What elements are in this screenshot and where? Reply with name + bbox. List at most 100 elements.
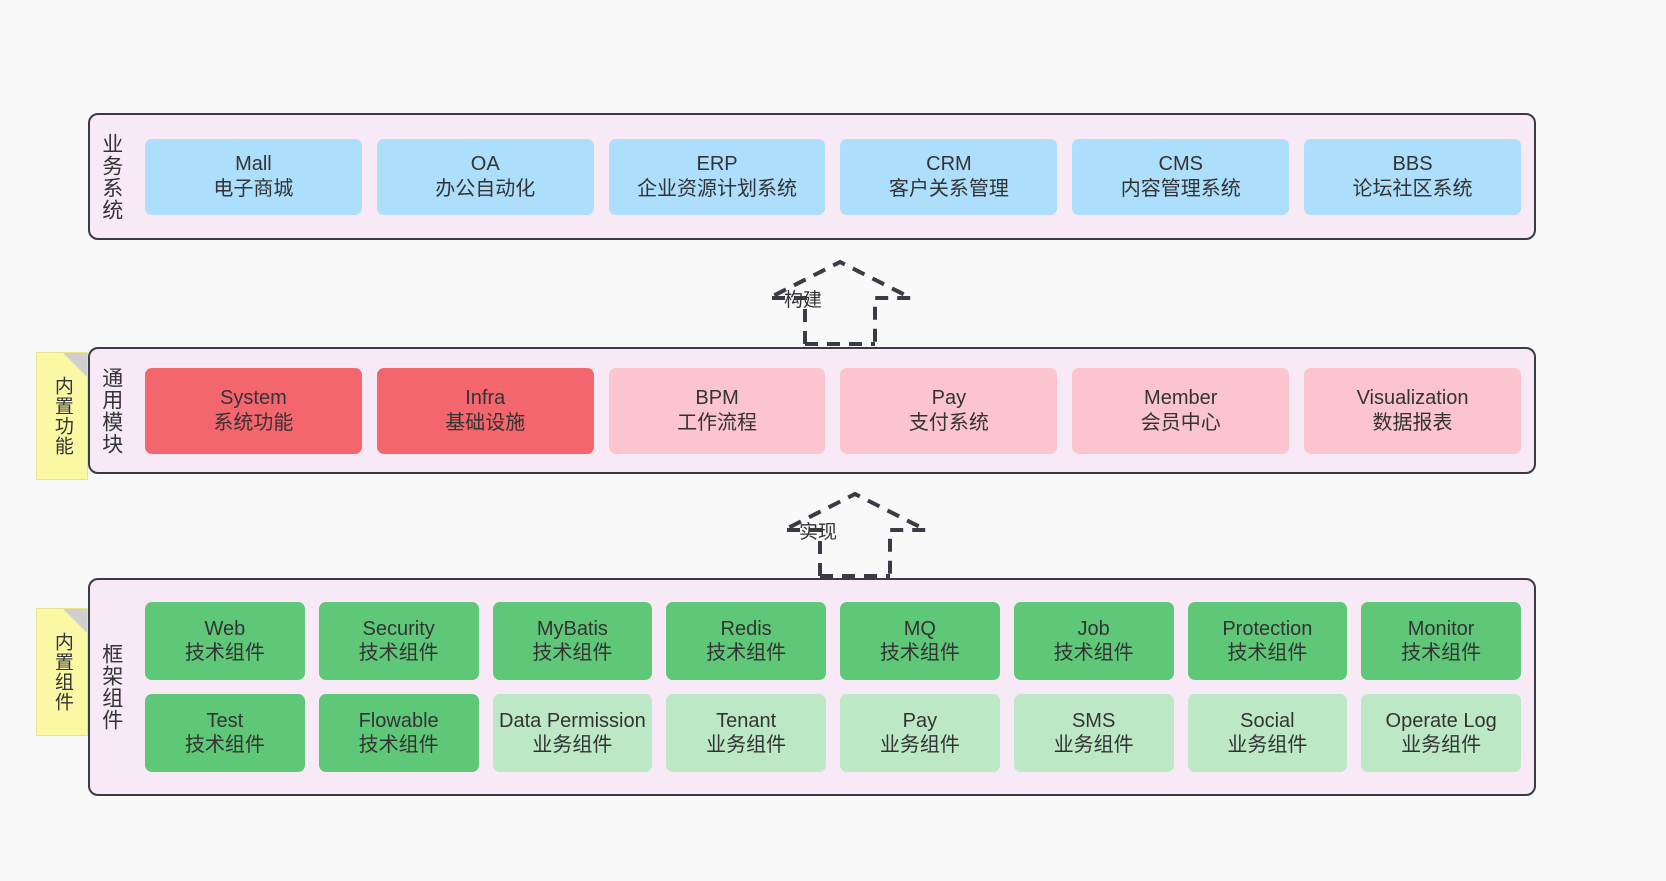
card-cms-cn: 内容管理系统 — [1120, 177, 1241, 200]
card-security[interactable]: Security 技术组件 — [318, 602, 479, 680]
card-erp-cn: 企业资源计划系统 — [637, 177, 798, 200]
card-mq[interactable]: MQ 技术组件 — [840, 602, 1000, 680]
card-test-en: Test — [206, 709, 244, 732]
card-erp[interactable]: ERP 企业资源计划系统 — [608, 138, 826, 215]
framework-tech-row: Web 技术组件 Security 技术组件 MyBatis 技术组件 Redi… — [145, 602, 1521, 680]
card-test[interactable]: Test 技术组件 — [145, 694, 305, 772]
layer-business-system: 业务系统 Mall 电子商城 OA 办公自动化 ERP 企业资源计划系统 CRM… — [88, 113, 1536, 240]
layer-body-business-system: Mall 电子商城 OA 办公自动化 ERP 企业资源计划系统 CRM 客户关系… — [132, 115, 1534, 238]
card-sms[interactable]: SMS 业务组件 — [1013, 694, 1174, 772]
card-operate-log-en: Operate Log — [1385, 709, 1497, 732]
card-protection-en: Protection — [1222, 617, 1313, 640]
card-redis[interactable]: Redis 技术组件 — [666, 602, 826, 680]
card-member-cn: 会员中心 — [1140, 411, 1221, 434]
card-web-cn: 技术组件 — [184, 642, 265, 664]
card-mybatis-en: MyBatis — [536, 617, 608, 640]
card-job[interactable]: Job 技术组件 — [1013, 602, 1174, 680]
card-monitor-en: Monitor — [1407, 617, 1475, 640]
connector-implement-label: 实现 — [799, 522, 838, 543]
card-tenant-en: Tenant — [716, 709, 777, 732]
card-member-en: Member — [1144, 387, 1218, 410]
card-mybatis[interactable]: MyBatis 技术组件 — [492, 602, 653, 680]
card-monitor-cn: 技术组件 — [1401, 642, 1482, 664]
card-job-cn: 技术组件 — [1053, 642, 1134, 664]
card-pay-module[interactable]: Pay 支付系统 — [840, 367, 1058, 454]
card-infra-en: Infra — [465, 387, 506, 410]
card-pay-component[interactable]: Pay 业务组件 — [840, 694, 1000, 772]
fold-corner-icon — [63, 609, 87, 633]
card-crm-cn: 客户关系管理 — [888, 177, 1009, 200]
card-mybatis-cn: 技术组件 — [532, 642, 613, 664]
card-protection-cn: 技术组件 — [1227, 642, 1308, 664]
card-operate-log[interactable]: Operate Log 业务组件 — [1361, 694, 1521, 772]
layer-title-common-module: 通用模块 — [99, 366, 123, 455]
card-visualization-cn: 数据报表 — [1372, 411, 1453, 434]
card-crm-en: CRM — [926, 153, 972, 176]
layer-framework-component: 框架组件 Web 技术组件 Security 技术组件 MyBatis 技术组件… — [88, 578, 1536, 796]
card-operate-log-cn: 业务组件 — [1401, 734, 1482, 756]
tag-builtin-component-label: 内置组件 — [51, 632, 73, 712]
card-oa-en: OA — [470, 153, 500, 176]
card-security-en: Security — [362, 617, 435, 640]
card-web-en: Web — [204, 617, 246, 640]
card-mq-en: MQ — [903, 617, 936, 640]
card-flowable-en: Flowable — [358, 709, 439, 732]
card-bpm-cn: 工作流程 — [677, 411, 758, 434]
layer-title-business-system: 业务系统 — [99, 132, 123, 221]
card-cms-en: CMS — [1158, 153, 1203, 176]
card-infra[interactable]: Infra 基础设施 — [376, 367, 594, 454]
card-data-permission-en: Data Permission — [499, 709, 646, 732]
card-social-cn: 业务组件 — [1227, 734, 1308, 756]
card-cms[interactable]: CMS 内容管理系统 — [1072, 138, 1290, 215]
layer-body-framework-component: Web 技术组件 Security 技术组件 MyBatis 技术组件 Redi… — [132, 580, 1534, 794]
connector-build-label: 构建 — [784, 290, 823, 311]
card-web[interactable]: Web 技术组件 — [145, 602, 305, 680]
card-social-en: Social — [1240, 709, 1295, 732]
card-erp-en: ERP — [696, 153, 738, 176]
card-flowable-cn: 技术组件 — [358, 734, 439, 756]
layer-common-module: 通用模块 System 系统功能 Infra 基础设施 BPM 工作流程 Pay… — [88, 347, 1536, 474]
card-protection[interactable]: Protection 技术组件 — [1187, 602, 1348, 680]
card-bbs-en: BBS — [1392, 153, 1433, 176]
card-system[interactable]: System 系统功能 — [145, 367, 362, 454]
card-security-cn: 技术组件 — [358, 642, 439, 664]
card-flowable[interactable]: Flowable 技术组件 — [318, 694, 479, 772]
card-tenant-cn: 业务组件 — [706, 734, 787, 756]
layer-body-common-module: System 系统功能 Infra 基础设施 BPM 工作流程 Pay 支付系统… — [132, 349, 1534, 472]
layer-title-framework-component: 框架组件 — [99, 643, 123, 731]
card-data-permission-cn: 业务组件 — [532, 734, 613, 756]
card-oa[interactable]: OA 办公自动化 — [376, 138, 594, 215]
card-member[interactable]: Member 会员中心 — [1072, 367, 1290, 454]
card-pay-component-en: Pay — [902, 709, 938, 732]
card-bpm-en: BPM — [695, 387, 739, 410]
card-monitor[interactable]: Monitor 技术组件 — [1361, 602, 1521, 680]
card-infra-cn: 基础设施 — [445, 411, 526, 434]
card-oa-cn: 办公自动化 — [435, 177, 536, 200]
card-tenant[interactable]: Tenant 业务组件 — [666, 694, 826, 772]
tag-builtin-feature-label: 内置功能 — [51, 376, 73, 456]
card-crm[interactable]: CRM 客户关系管理 — [840, 138, 1058, 215]
card-test-cn: 技术组件 — [184, 734, 265, 756]
card-bbs[interactable]: BBS 论坛社区系统 — [1304, 138, 1521, 215]
card-redis-cn: 技术组件 — [706, 642, 787, 664]
card-bpm[interactable]: BPM 工作流程 — [608, 367, 826, 454]
connector-build: 构建 — [755, 258, 925, 348]
card-social[interactable]: Social 业务组件 — [1187, 694, 1348, 772]
card-system-cn: 系统功能 — [213, 411, 294, 434]
fold-corner-icon — [63, 353, 87, 377]
card-mall[interactable]: Mall 电子商城 — [145, 138, 362, 215]
card-bbs-cn: 论坛社区系统 — [1352, 177, 1473, 200]
tag-builtin-feature: 内置功能 — [36, 352, 88, 480]
tag-builtin-component: 内置组件 — [36, 608, 88, 736]
card-mq-cn: 技术组件 — [879, 642, 960, 664]
card-data-permission[interactable]: Data Permission 业务组件 — [492, 694, 653, 772]
card-mall-cn: 电子商城 — [213, 177, 294, 200]
card-sms-en: SMS — [1071, 709, 1116, 732]
card-mall-en: Mall — [235, 153, 272, 176]
framework-business-row: Test 技术组件 Flowable 技术组件 Data Permission … — [145, 694, 1521, 772]
card-redis-en: Redis — [720, 617, 772, 640]
card-pay-component-cn: 业务组件 — [879, 734, 960, 756]
card-visualization-en: Visualization — [1356, 387, 1469, 410]
card-visualization[interactable]: Visualization 数据报表 — [1304, 367, 1521, 454]
card-system-en: System — [220, 387, 287, 410]
